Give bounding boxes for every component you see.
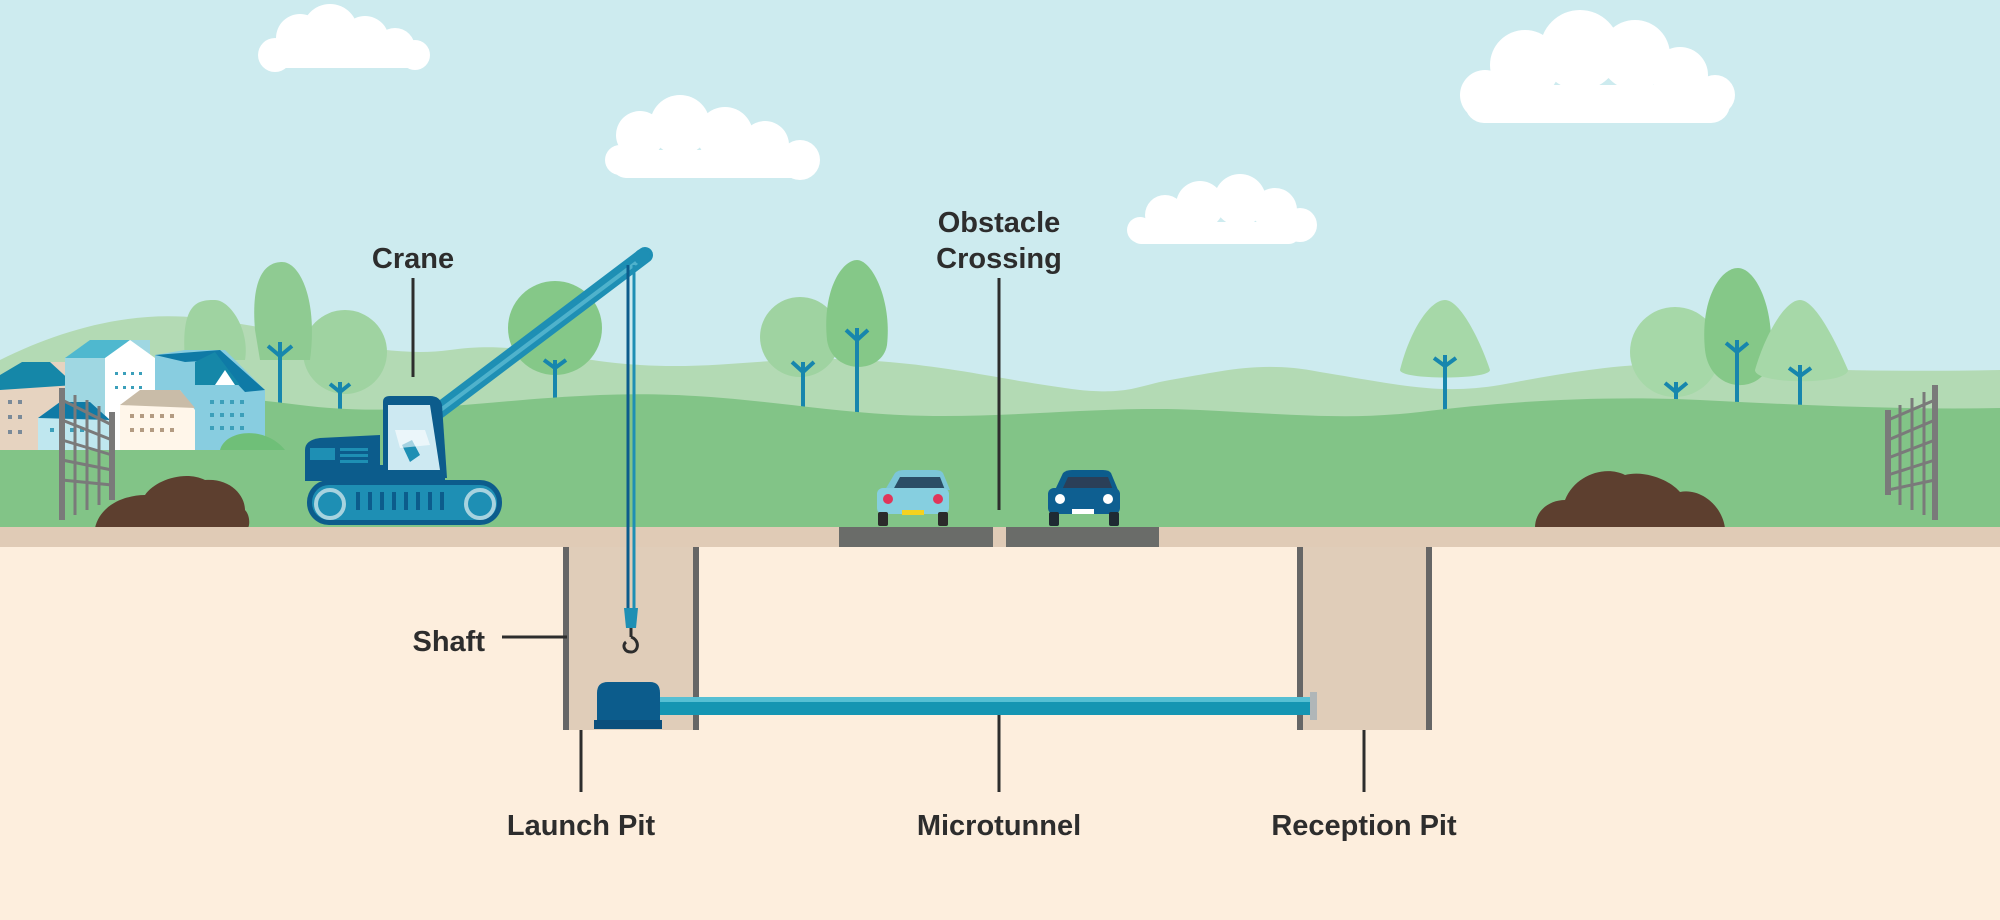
dirt-pile-icon	[1535, 471, 1725, 528]
dirt-pile-icon	[95, 475, 250, 528]
launch-pit-wall-right	[693, 547, 699, 730]
tree-icon	[760, 260, 888, 420]
obstacle-crossing-label-line2: Crossing	[936, 243, 1062, 275]
tunnel-boring-machine-icon	[594, 682, 662, 729]
crawler-crane-icon	[305, 247, 653, 525]
fence-icon	[59, 388, 115, 520]
houses-icon	[0, 340, 285, 450]
shaft-label: Shaft	[413, 626, 486, 658]
car-icon	[1048, 470, 1120, 526]
tree-icon	[184, 262, 387, 440]
road-right	[1006, 527, 1159, 547]
launch-pit-label: Launch Pit	[507, 810, 656, 842]
microtunnel-pipe-end	[1310, 692, 1317, 720]
cloud-icon	[605, 95, 820, 180]
car-icon	[877, 470, 950, 526]
obstacle-crossing-label-line1: Obstacle	[938, 207, 1061, 239]
reception-pit	[1301, 547, 1430, 730]
cloud-icon	[1460, 10, 1735, 123]
cloud-icon	[1127, 174, 1317, 244]
microtunnel-label: Microtunnel	[917, 810, 1081, 842]
road-left	[839, 527, 993, 547]
crane-hook-icon	[622, 265, 639, 654]
reception-pit-wall-right	[1426, 547, 1432, 730]
reception-pit-wall-left	[1297, 547, 1303, 730]
fence-icon	[1885, 385, 1938, 520]
ground-surface	[0, 527, 2000, 547]
crane-label: Crane	[372, 243, 454, 275]
reception-pit-label: Reception Pit	[1271, 810, 1457, 842]
cloud-icon	[258, 4, 430, 72]
microtunnel-pipe-highlight	[650, 697, 1315, 702]
